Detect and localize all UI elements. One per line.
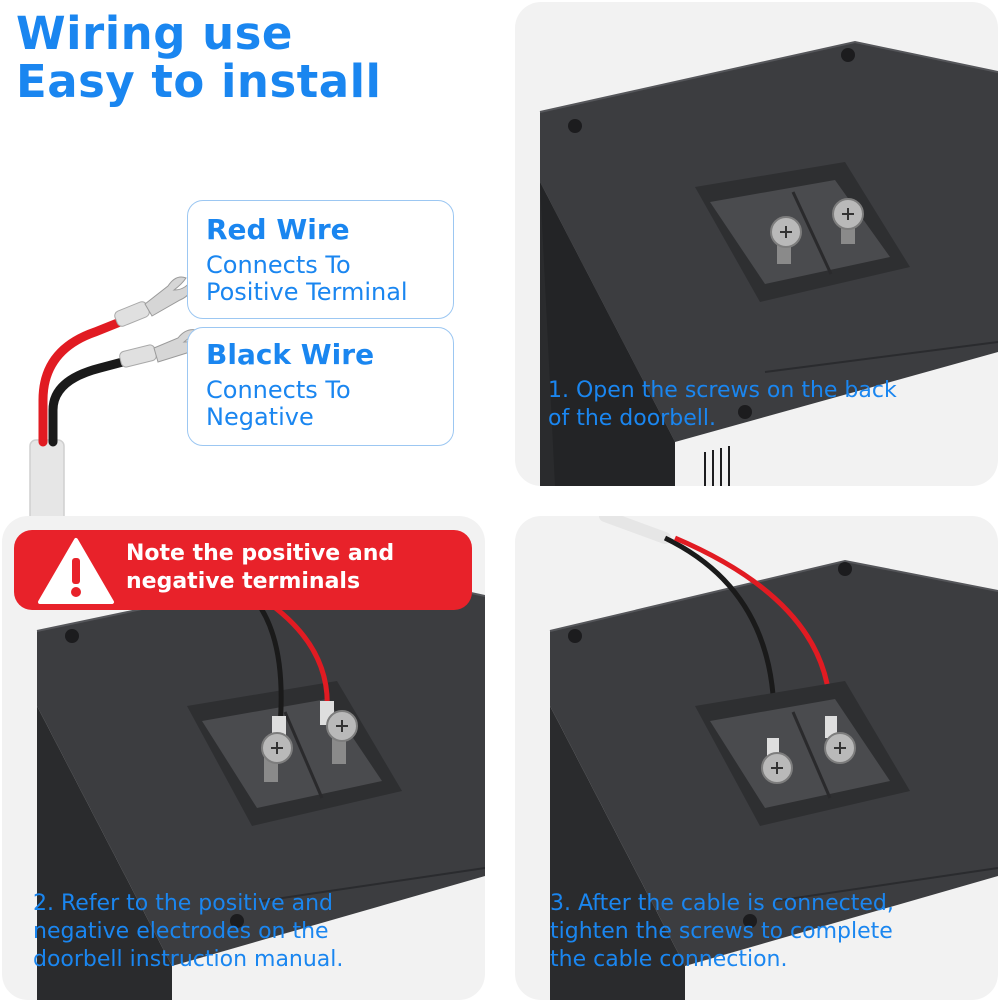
title-line-1: Wiring use: [16, 7, 293, 60]
step-1-text: 1. Open the screws on the back of the do…: [548, 377, 897, 433]
step-3-line-1: 3. After the cable is connected,: [550, 891, 894, 916]
note-text: Note the positive and negative terminals: [126, 540, 394, 596]
red-wire-heading: Red Wire: [206, 213, 350, 246]
corner-screw-icon: [743, 914, 757, 928]
corner-screw-icon: [65, 629, 79, 643]
step-1-panel: 1. Open the screws on the back of the do…: [515, 2, 998, 486]
right-terminal-screw: [824, 732, 856, 764]
title-line-2: Easy to install: [16, 55, 382, 108]
red-wire-line-1: Connects To: [206, 251, 351, 279]
corner-screw-icon: [568, 119, 582, 133]
doorbell-wired-illustration: [36, 564, 485, 1000]
step-2-text: 2. Refer to the positive and negative el…: [33, 890, 343, 974]
red-wire-line-2: Positive Terminal: [206, 278, 408, 306]
corner-screw-icon: [738, 405, 752, 419]
step-2-line-2: negative electrodes on the: [33, 919, 329, 944]
red-spade-terminal: [144, 276, 192, 317]
step-3-panel: 3. After the cable is connected, tighten…: [515, 516, 998, 1000]
right-terminal-screw: [832, 198, 864, 244]
black-terminal-sleeve: [119, 344, 157, 368]
page-title: Wiring use Easy to install: [16, 10, 381, 106]
doorbell-side-face: [37, 631, 172, 1000]
corner-screw-icon: [230, 914, 244, 928]
note-line-2: negative terminals: [126, 569, 361, 594]
doorbell-back-illustration: [539, 40, 998, 486]
left-terminal-screw: [761, 752, 793, 784]
note-line-1: Note the positive and: [126, 541, 395, 566]
note-banner: Note the positive and negative terminals: [14, 530, 472, 610]
red-wire: [38, 315, 130, 447]
step-1-line-1: 1. Open the screws on the back: [548, 378, 897, 403]
warning-icon: [38, 538, 114, 604]
corner-screw-icon: [838, 562, 852, 576]
step-3-text: 3. After the cable is connected, tighten…: [550, 890, 894, 974]
black-wire-heading: Black Wire: [206, 338, 375, 371]
step-3-line-3: the cable connection.: [550, 947, 788, 972]
right-terminal-screw: [326, 710, 358, 764]
corner-screw-icon: [841, 48, 855, 62]
black-wire-line-2: Negative: [206, 403, 314, 431]
black-wire-line-1: Connects To: [206, 376, 351, 404]
step-1-line-2: of the doorbell.: [548, 406, 716, 431]
step-2-line-1: 2. Refer to the positive and: [33, 891, 333, 916]
left-terminal-screw: [770, 216, 802, 264]
doorbell-tightened-illustration: [549, 516, 998, 1000]
step-2-line-3: doorbell instruction manual.: [33, 947, 344, 972]
cable-jacket: [599, 516, 671, 544]
step-3-line-2: tighten the screws to complete: [550, 919, 893, 944]
black-wire-label-box: Black Wire Connects To Negative: [187, 327, 454, 446]
doorbell-side-face: [550, 631, 685, 1000]
corner-screw-icon: [568, 629, 582, 643]
black-wire: [48, 355, 135, 447]
left-terminal-screw: [261, 732, 293, 782]
red-wire-label-box: Red Wire Connects To Positive Terminal: [187, 200, 454, 319]
